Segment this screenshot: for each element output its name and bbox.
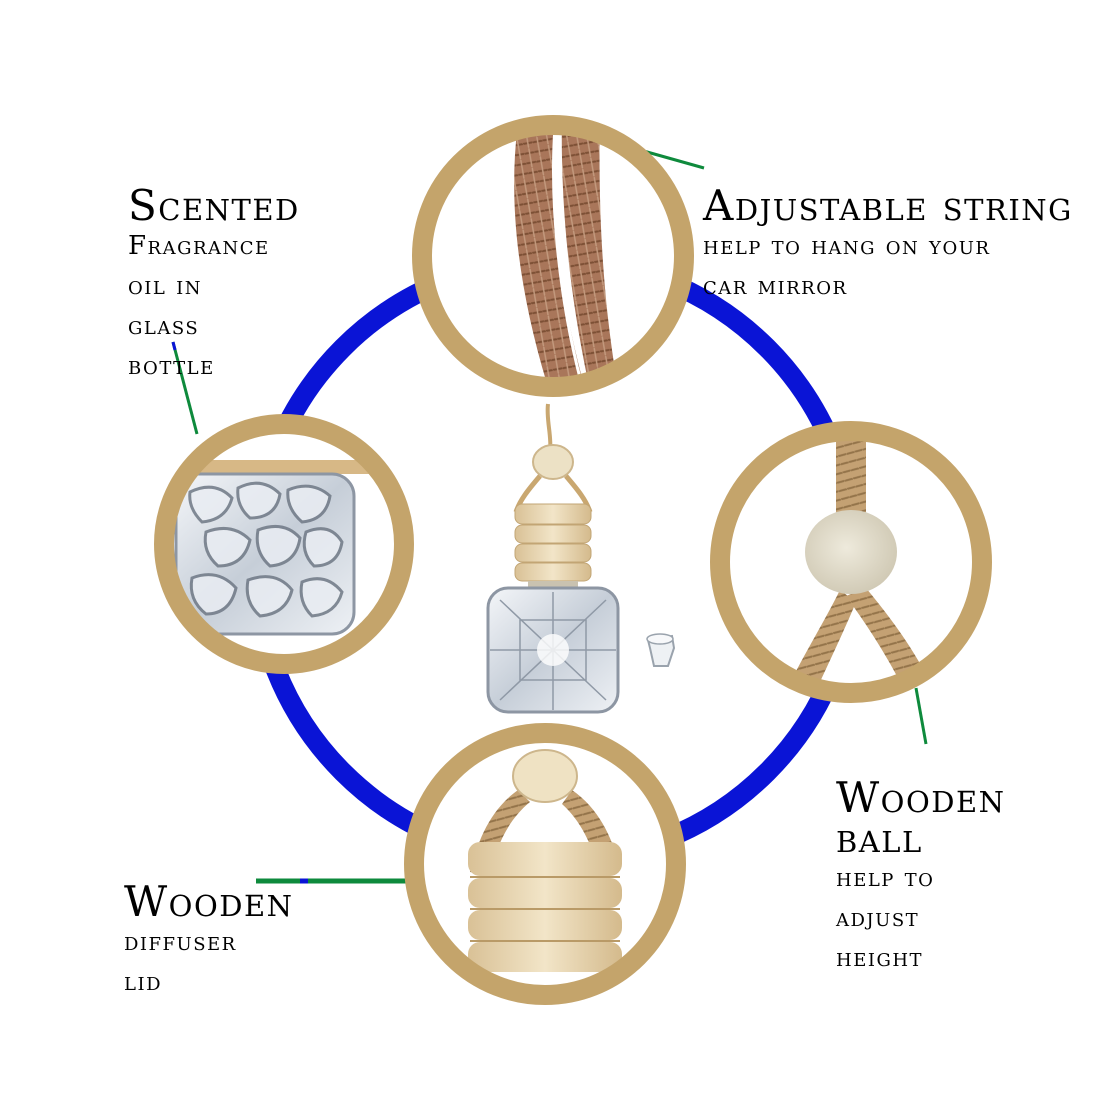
scented-fragrance-body: Fragrance oil in glass bottle <box>128 231 270 381</box>
leader-lines <box>171 148 928 884</box>
glass-bottle-icon <box>154 414 414 674</box>
wooden-lid-heading: Wooden <box>124 877 294 926</box>
rope-closeup-icon <box>412 115 694 397</box>
scented-fragrance-heading: Scented <box>128 181 300 230</box>
wooden-ball-heading: Wooden ball <box>836 773 1006 862</box>
adjustable-string-heading: Adjustable string <box>703 181 1073 230</box>
plastic-plug-icon <box>646 633 676 667</box>
wooden-lid-body: diffuser lid <box>124 927 237 997</box>
wooden-lid-icon <box>404 723 686 1005</box>
wooden-ball-body: help to adjust height <box>836 863 935 973</box>
wooden-ball-icon <box>710 421 992 703</box>
car-diffuser-bottle-icon <box>486 403 620 714</box>
adjustable-string-body: help to hang on your car mirror <box>703 231 991 301</box>
